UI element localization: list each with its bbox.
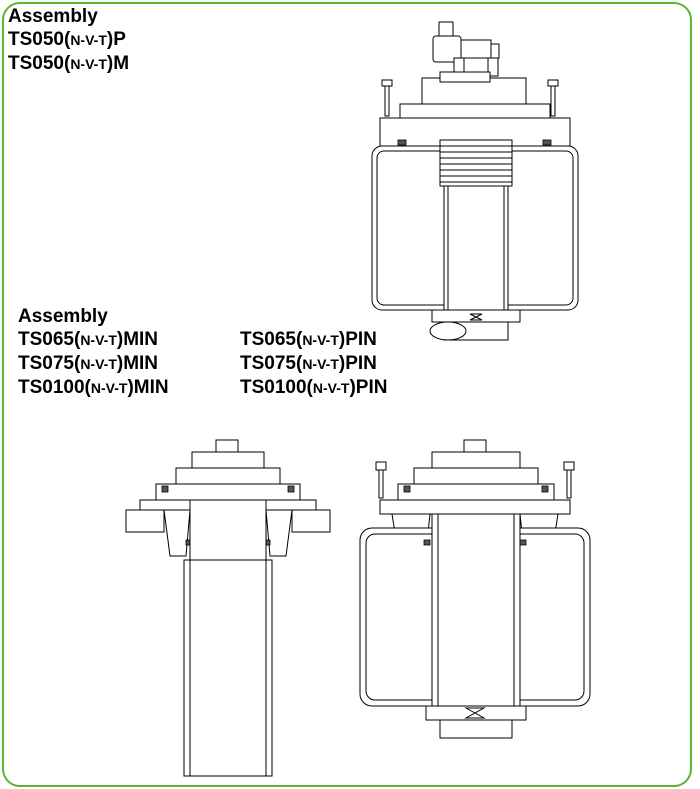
model-label: TS075(N-V-T)MIN xyxy=(18,353,159,374)
drawing-assembly-bottom-left xyxy=(125,439,331,777)
top-title-block: Assembly TS050(N-V-T)P TS050(N-V-T)M xyxy=(8,5,129,76)
bottom-title-block-right: TS065(N-V-T)PIN TS075(N-V-T)PIN TS0100(N… xyxy=(240,328,387,400)
model-label: TS0100(N-V-T)MIN xyxy=(18,377,169,398)
model-label: TS065(N-V-T)MIN xyxy=(18,329,159,350)
drawing-assembly-top xyxy=(371,21,579,341)
bottom-heading: Assembly xyxy=(18,306,108,327)
top-heading: Assembly xyxy=(8,6,98,27)
thread-lines xyxy=(440,145,512,183)
model-label: TS050(N-V-T)M xyxy=(8,53,130,74)
model-label: TS075(N-V-T)PIN xyxy=(240,353,377,374)
model-label: TS065(N-V-T)PIN xyxy=(240,329,377,350)
model-label: TS050(N-V-T)P xyxy=(8,29,126,50)
model-label: TS0100(N-V-T)PIN xyxy=(240,377,388,398)
bottom-title-block: Assembly TS065(N-V-T)MIN TS075(N-V-T)MIN… xyxy=(18,305,169,400)
drawing-assembly-bottom-right xyxy=(359,439,591,739)
